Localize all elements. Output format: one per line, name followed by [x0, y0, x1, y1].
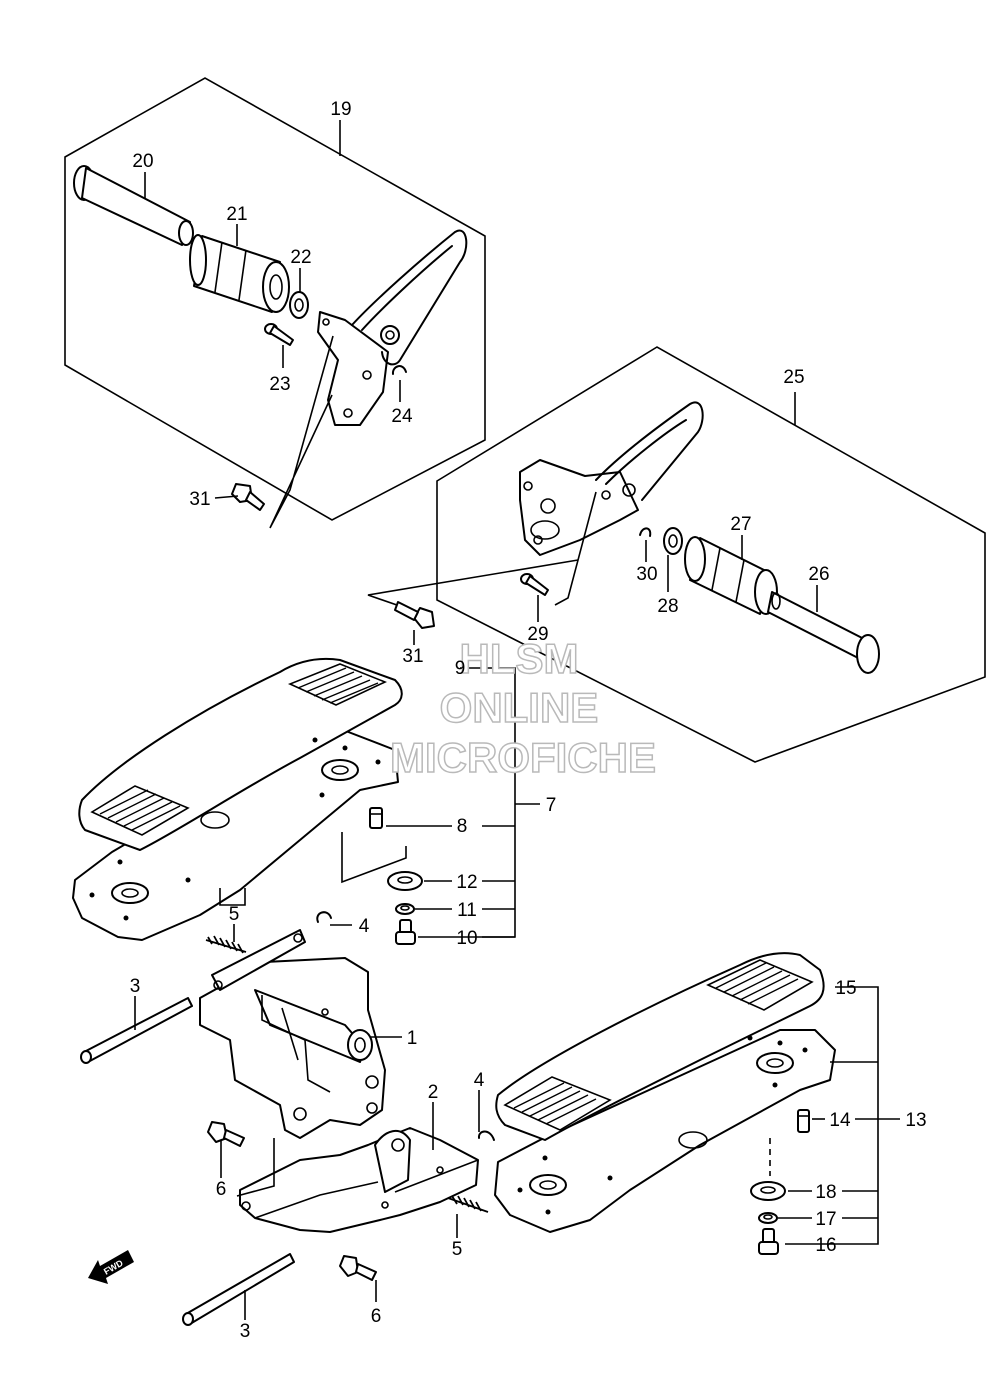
clip-4-upper: [316, 911, 332, 923]
callout-19: 19: [330, 99, 351, 120]
watermark-line-1: HLSM: [460, 635, 579, 682]
footrest-bracket-right: [519, 459, 639, 556]
bolt-14: [797, 1109, 810, 1133]
callout-5-lower: 5: [452, 1239, 463, 1260]
bolt-10: [395, 919, 416, 945]
pin-23: [264, 323, 294, 346]
callout-13: 13: [905, 1110, 926, 1131]
bolt-6-upper: [207, 1121, 245, 1147]
callout-3-upper: 3: [130, 976, 141, 997]
callout-28: 28: [657, 596, 678, 617]
callout-30: 30: [636, 564, 657, 585]
rear-footrest-right-assembly: [367, 346, 986, 763]
bolt-31-upper: [231, 483, 265, 511]
callout-10: 10: [456, 928, 477, 949]
watermark: HLSM ONLINE MICROFICHE: [389, 634, 657, 782]
footrest-rubber-21: [189, 234, 290, 313]
callout-14: 14: [829, 1110, 851, 1131]
rear-footrest-left-assembly: [64, 77, 486, 529]
callout-31-lower: 31: [402, 646, 423, 667]
callout-23: 23: [269, 374, 290, 395]
spring-5-upper: [205, 935, 247, 954]
bolt-6-lower: [339, 1255, 377, 1281]
callout-26: 26: [808, 564, 829, 585]
callout-5-upper: 5: [229, 904, 240, 925]
callout-6-lower: 6: [371, 1306, 382, 1327]
callout-24: 24: [391, 406, 413, 427]
callout-12: 12: [456, 872, 477, 893]
washer-18: [750, 1181, 786, 1201]
callout-8: 8: [457, 816, 468, 837]
clip-4-lower: [477, 1130, 495, 1141]
callout-17: 17: [815, 1209, 836, 1230]
clip-24: [391, 365, 407, 375]
footrest-bracket-left: [317, 311, 389, 426]
footrest-pin-20: [73, 165, 194, 246]
bracket-2: [239, 1127, 479, 1233]
callout-20: 20: [132, 151, 153, 172]
shaft-3-upper: [80, 997, 193, 1064]
callout-11: 11: [457, 900, 477, 921]
callout-29: 29: [527, 624, 548, 645]
callout-22: 22: [290, 247, 311, 268]
bolt-31-lower: [394, 601, 435, 629]
callout-15: 15: [835, 978, 856, 999]
shaft-3-lower: [182, 1253, 295, 1326]
callout-labels: 19 20 21 22 23 24 31 25 27 26 30 28 29 3…: [130, 99, 927, 1342]
callout-4-lower: 4: [474, 1070, 485, 1091]
callout-4-upper: 4: [359, 916, 370, 937]
footrest-rubber-27: [684, 536, 778, 615]
callout-16: 16: [815, 1235, 836, 1256]
callout-1: 1: [407, 1028, 418, 1049]
footboard-7: [72, 657, 407, 941]
bolt-8: [369, 807, 383, 829]
callout-2: 2: [428, 1082, 439, 1103]
spring-5-lower: [447, 1195, 489, 1213]
bolt-16: [758, 1228, 779, 1255]
watermark-line-2: ONLINE: [440, 684, 599, 731]
footboard-bracket-1: [199, 929, 386, 1139]
washer-17: [758, 1212, 778, 1224]
washer-22: [289, 291, 309, 319]
washer-28: [663, 527, 683, 555]
callout-21: 21: [226, 204, 247, 225]
callout-31-upper: 31: [189, 489, 210, 510]
pin-29: [520, 573, 549, 596]
footboard-13: [494, 952, 836, 1233]
washer-11: [395, 903, 415, 915]
watermark-line-3: MICROFICHE: [390, 734, 656, 781]
callout-7: 7: [546, 795, 557, 816]
callout-25: 25: [783, 367, 804, 388]
washer-12: [387, 871, 423, 891]
callout-6-upper: 6: [216, 1179, 227, 1200]
footrest-pin-26: [767, 591, 880, 674]
callout-27: 27: [730, 514, 751, 535]
callout-18: 18: [815, 1182, 836, 1203]
callout-9: 9: [455, 658, 466, 679]
callout-3-lower: 3: [240, 1321, 251, 1342]
forward-arrow-icon: FWD: [88, 1250, 134, 1284]
clip-30: [639, 527, 652, 537]
